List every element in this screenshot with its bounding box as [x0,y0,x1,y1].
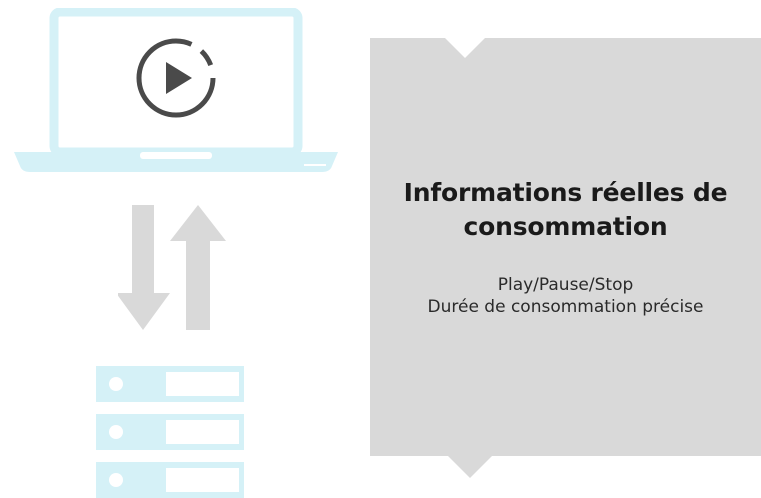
server-unit [96,366,244,402]
panel-body: Play/Pause/Stop Durée de consommation pr… [370,274,761,318]
panel-title-line-2: consommation [463,212,668,241]
panel-line-1: Play/Pause/Stop [497,275,634,295]
play-icon [136,38,216,118]
info-panel [370,38,761,478]
panel-line-2: Durée de consommation précise [427,297,704,317]
server-rack-icon [96,366,244,498]
up-down-arrows-icon [118,205,226,330]
laptop-icon [14,8,338,172]
panel-title: Informations réelles de consommation [370,176,761,244]
server-unit [96,462,244,498]
server-unit [96,414,244,450]
panel-title-line-1: Informations réelles de [403,178,728,207]
info-panel-content: Informations réelles de consommation Pla… [370,176,761,318]
